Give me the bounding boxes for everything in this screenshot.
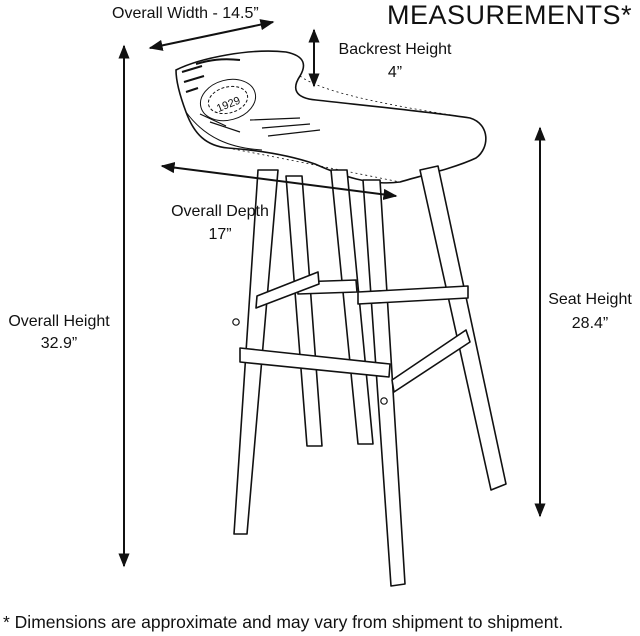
backrest-height-title: Backrest Height	[338, 41, 452, 58]
backrest-height-label: Backrest Height 4”	[330, 40, 460, 82]
overall-height-value: 32.9”	[40, 335, 78, 352]
overall-depth-label: Overall Depth 17”	[160, 202, 280, 244]
overall-height-title: Overall Height	[8, 313, 110, 330]
dimension-arrows	[118, 19, 546, 568]
seat-print	[181, 58, 321, 137]
footnote: * Dimensions are approximate and may var…	[3, 612, 564, 632]
overall-height-label: Overall Height 32.9”	[0, 312, 118, 353]
backrest-height-value: 4”	[387, 64, 403, 81]
seat-height-value: 28.4”	[571, 315, 609, 332]
screw-heads	[232, 318, 388, 405]
page-title: MEASUREMENTS*	[386, 0, 632, 30]
overall-depth-title: Overall Depth	[171, 203, 269, 220]
overall-depth-arrow	[160, 162, 398, 200]
stool-stretchers	[239, 271, 471, 393]
overall-depth-value: 17”	[208, 226, 232, 243]
overall-width-label: Overall Width - 14.5”	[112, 5, 259, 22]
overall-width-arrow	[148, 19, 275, 51]
seat-height-title: Seat Height	[548, 291, 632, 308]
seat-height-label: Seat Height 28.4”	[540, 290, 640, 333]
stool-legs	[233, 165, 507, 587]
seat-print-year: 1929	[215, 95, 242, 115]
